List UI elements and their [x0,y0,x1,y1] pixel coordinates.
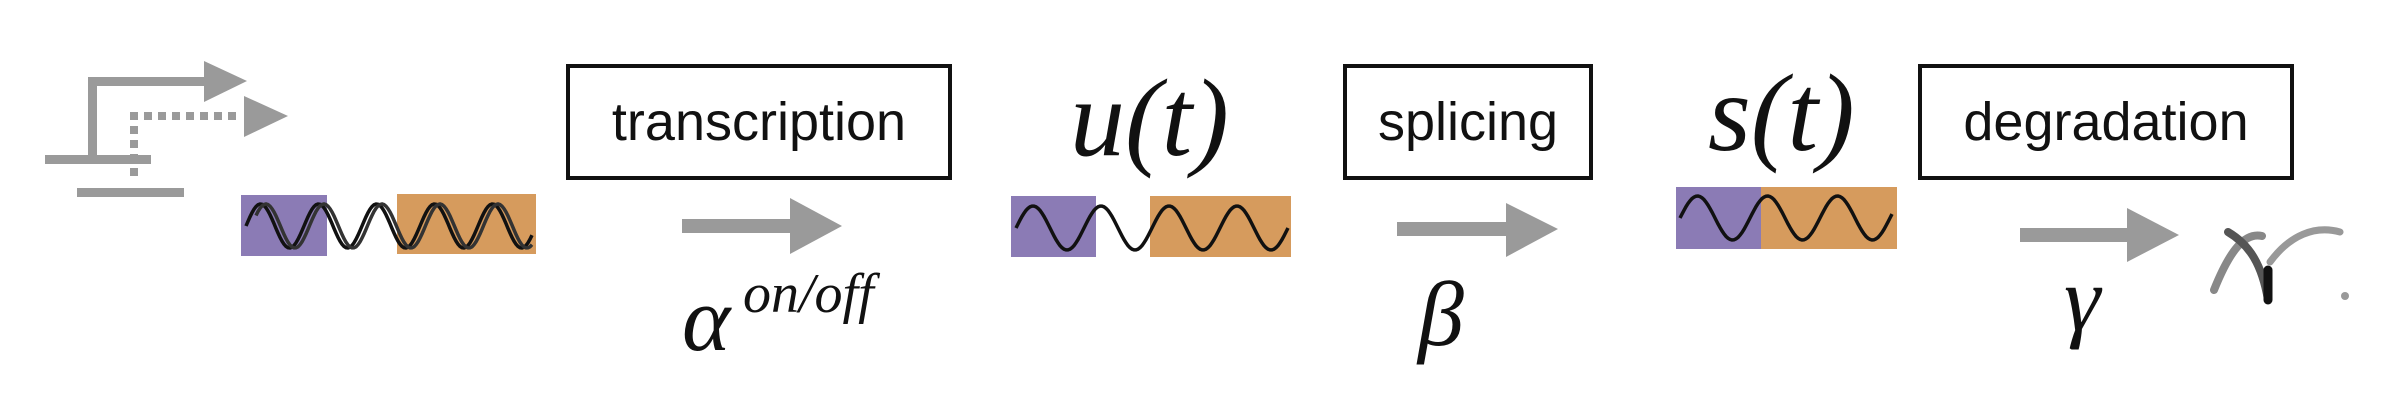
unspliced-mrna-icon [1011,196,1291,257]
transcription-arrow-icon [682,198,842,254]
beta-symbol: β [1416,263,1464,365]
transcription-box [566,64,952,180]
splicing-box [1343,64,1593,180]
splicing-arrow-icon [1397,203,1558,257]
degraded-rna-fragment-icon [2210,226,2349,305]
dna-strand [244,202,534,250]
splicing-label: splicing [1378,92,1558,152]
degradation-box [1918,64,2294,180]
alpha-superscript: on/off [743,263,881,325]
transcription-step: transcription α on/off [566,64,952,370]
exon1-block [241,195,327,256]
degradation-step: degradation γ [1918,64,2349,350]
degradation-label: degradation [1963,92,2248,152]
gamma-symbol: γ [2064,248,2103,350]
transcription-label: transcription [612,92,906,152]
spliced-label: s(t) [1708,52,1855,174]
gene-dna-icon [241,194,536,256]
spliced-mrna-icon [1676,187,1897,249]
unspliced-label: u(t) [1070,57,1229,179]
promoter-icon [45,61,288,197]
alpha-symbol: α [682,268,732,370]
degradation-arrow-icon [2020,208,2179,262]
dna-strand [254,202,534,250]
splicing-step: splicing β [1343,64,1593,365]
